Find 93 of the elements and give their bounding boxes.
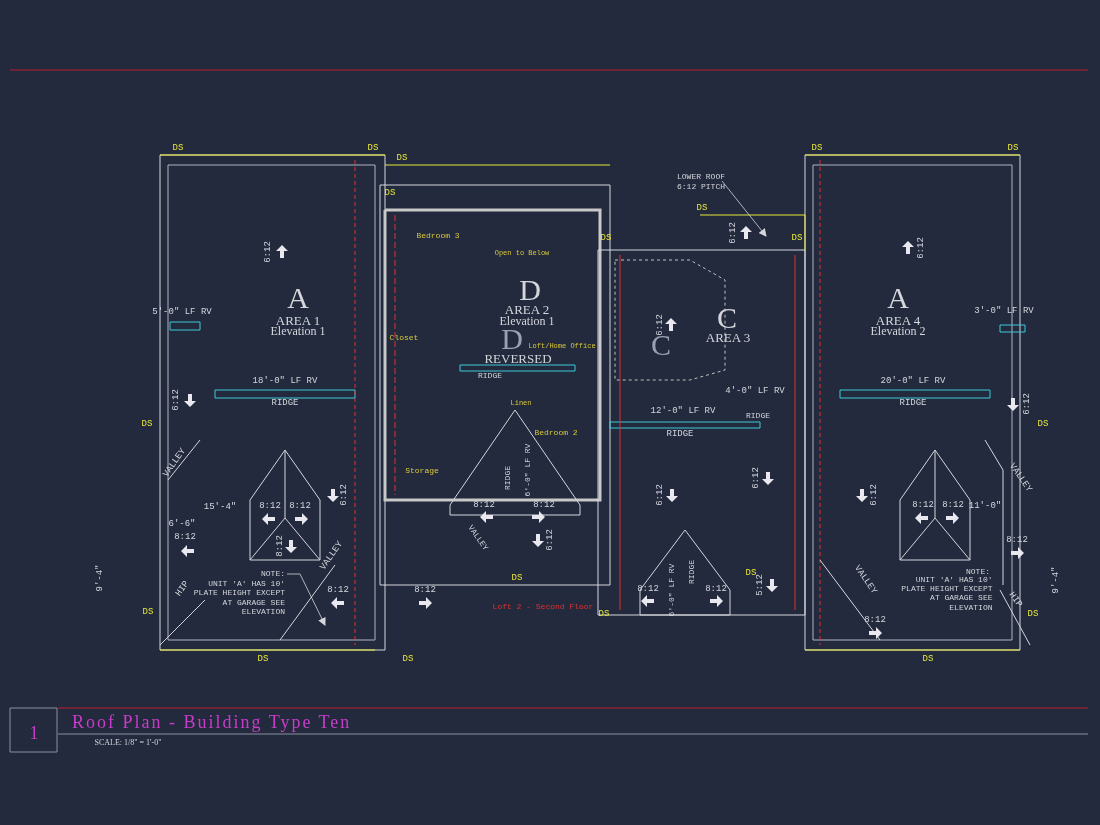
dimension-label: 6'-0" LF RV	[668, 563, 676, 617]
pitch-label: 8:12	[259, 501, 281, 511]
note-heading: NOTE:	[966, 568, 990, 576]
pitch-label: 6:12	[655, 484, 665, 506]
ridge-label: RIDGE	[478, 372, 502, 380]
downspout-label: DS	[696, 203, 708, 213]
hip-label: HIP	[1006, 590, 1024, 610]
pitch-label: 8:12	[414, 585, 436, 595]
pitch-label: 8:12	[1006, 535, 1028, 545]
dimension-label: 6'-0" LF RV	[524, 443, 532, 497]
pitch-label: 8:12	[473, 500, 495, 510]
pitch-label: 8:12	[912, 500, 934, 510]
elevation-label: Elevation 2	[870, 325, 926, 337]
downspout-label: DS	[142, 607, 154, 617]
downspout-label: DS	[1037, 419, 1049, 429]
downspout-label: DS	[600, 233, 612, 243]
pitch-label: 6:12	[263, 241, 273, 263]
ridge-label: RIDGE	[899, 398, 927, 408]
downspout-label: DS	[511, 573, 523, 583]
room-label: Storage	[405, 467, 439, 475]
downspout-label: DS	[1027, 609, 1039, 619]
pitch-label: 6:12	[728, 222, 738, 244]
pitch-label: 8:12	[533, 500, 555, 510]
pitch-label: 6:12	[655, 314, 665, 336]
ridge-label: RIDGE	[504, 466, 512, 490]
area-letter: D	[501, 324, 523, 354]
pitch-label: 8:12	[864, 615, 886, 625]
downspout-label: DS	[1007, 143, 1019, 153]
area-label: AREA 2	[504, 302, 550, 316]
pitch-label: 8:12	[942, 500, 964, 510]
downspout-label: DS	[384, 188, 396, 198]
downspout-label: DS	[811, 143, 823, 153]
ridge-label: RIDGE	[666, 429, 694, 439]
callout-text: LOWER ROOF 6:12 PITCH	[670, 172, 732, 192]
hip-label: HIP	[174, 579, 192, 599]
dimension-label: 3'-0" LF RV	[974, 306, 1034, 316]
area-label: AREA 3	[705, 330, 751, 344]
downspout-label: DS	[141, 419, 153, 429]
dimension-label: 12'-0" LF RV	[650, 406, 716, 416]
note-text: UNIT 'A' HAS 10' PLATE HEIGHT EXCEPT AT GARAGE SEE ELEVATION	[900, 574, 993, 612]
pitch-label: 6:12	[916, 237, 926, 259]
downspout-label: DS	[396, 153, 408, 163]
dimension-label: 11'-0"	[968, 501, 1002, 511]
room-label: Bedroom 2	[534, 429, 578, 437]
downspout-label: DS	[367, 143, 379, 153]
pitch-label: 8:12	[289, 501, 311, 511]
note-text: UNIT 'A' HAS 10' PLATE HEIGHT EXCEPT AT GARAGE SEE ELEVATION	[192, 578, 285, 617]
pitch-label: 6:12	[171, 389, 181, 411]
pitch-label: 6:12	[545, 529, 555, 551]
pitch-label: 8:12	[705, 584, 727, 594]
drawing-title: Roof Plan - Building Type Ten	[72, 713, 352, 731]
area-label: AREA 4	[875, 313, 921, 327]
pitch-label: 8:12	[637, 584, 659, 594]
pitch-label: 6:12	[339, 484, 349, 506]
pitch-label: 6:12	[751, 467, 761, 489]
dimension-label: 9'-4"	[1051, 566, 1061, 594]
dimension-label: 20'-0" LF RV	[880, 376, 946, 386]
downspout-label: DS	[257, 654, 269, 664]
area-letter: A	[887, 283, 909, 313]
room-label: Bedroom 3	[416, 232, 460, 240]
room-label: Closet	[389, 334, 419, 342]
pitch-label: 6:12	[1022, 393, 1032, 415]
note-heading: NOTE:	[260, 569, 285, 579]
dimension-label: 4'-0" LF RV	[725, 386, 785, 396]
sheet-number: 1	[29, 724, 39, 742]
ridge-label: RIDGE	[746, 412, 770, 420]
area-label: AREA 1	[275, 313, 321, 327]
floor-label: Loft 2 - Second Floor	[492, 603, 594, 611]
pitch-label: 5:12	[755, 574, 765, 596]
pitch-label: 8:12	[275, 535, 285, 557]
reversed-label: REVERSED	[484, 351, 552, 365]
area-letter: D	[519, 275, 541, 305]
downspout-label: DS	[402, 654, 414, 664]
downspout-label: DS	[791, 233, 803, 243]
area-letter: C	[717, 303, 737, 333]
dimension-label: 6'-6"	[168, 519, 196, 529]
downspout-label: DS	[598, 609, 610, 619]
dimension-label: 5'-0" LF RV	[152, 307, 212, 317]
dimension-label: 9'-4"	[95, 564, 105, 592]
pitch-label: 6:12	[869, 484, 879, 506]
area-letter: A	[287, 283, 309, 313]
elevation-label: Elevation 1	[499, 315, 555, 327]
ridge-label: RIDGE	[271, 398, 299, 408]
dimension-label: 15'-4"	[203, 502, 237, 512]
downspout-label: DS	[172, 143, 184, 153]
ridge-label: RIDGE	[688, 560, 696, 584]
dimension-label: 18'-0" LF RV	[252, 376, 318, 386]
downspout-label: DS	[745, 568, 757, 578]
downspout-label: DS	[922, 654, 934, 664]
pitch-label: 8:12	[174, 532, 196, 542]
elevation-label: Elevation 1	[270, 325, 326, 337]
pitch-label: 8:12	[327, 585, 349, 595]
scale-label: SCALE: 1/8" = 1'-0"	[94, 739, 162, 747]
